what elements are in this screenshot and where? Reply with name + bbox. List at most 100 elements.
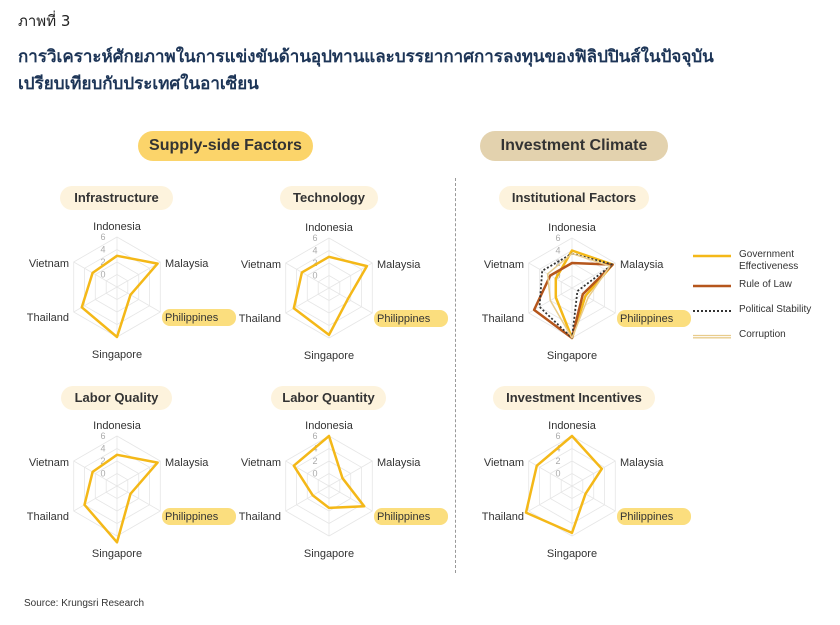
grid-spoke: [328, 287, 373, 314]
axis-label: Vietnam: [29, 258, 69, 270]
grid-spoke: [571, 485, 616, 512]
highlight-badge: [617, 508, 691, 525]
tick-label: 4: [312, 246, 317, 256]
series-line: [292, 434, 366, 510]
axis-label: Vietnam: [241, 457, 281, 469]
axis-label: Indonesia: [93, 420, 142, 432]
series-line: [524, 434, 604, 535]
axis-label: Malaysia: [377, 457, 421, 469]
radar-chart: 6420IndonesiaMalaysiaPhilippinesSingapor…: [482, 420, 691, 560]
tick-label: 6: [312, 233, 317, 243]
tick-label: 0: [100, 270, 105, 280]
legend-label: Government Effectiveness: [739, 249, 799, 272]
tick-label: 4: [100, 245, 105, 255]
headline: การวิเคราะห์ศักยภาพในการแข่งขันด้านอุปทา…: [18, 44, 714, 98]
axis-label: Thailand: [27, 511, 69, 523]
chart-title-investment-incentives: Investment Incentives: [493, 386, 655, 410]
legend-label: Political Stability: [739, 304, 812, 315]
axis-label: Malaysia: [620, 457, 664, 469]
grid-spoke: [73, 485, 118, 512]
tick-label: 2: [312, 258, 317, 268]
tick-label: 2: [100, 257, 105, 267]
axis-label: Malaysia: [377, 259, 421, 271]
axis-label: Indonesia: [548, 222, 597, 234]
supply-side-factors-header: Supply-side Factors: [138, 131, 313, 161]
chart-title-technology: Technology: [280, 186, 378, 210]
axis-label: Indonesia: [305, 420, 354, 432]
highlight-badge: [617, 310, 691, 327]
axis-label: Singapore: [304, 548, 354, 560]
axis-label: Malaysia: [165, 258, 209, 270]
investment-climate-header: Investment Climate: [480, 131, 668, 161]
axis-label: Philippines: [620, 313, 674, 325]
axis-label: Philippines: [165, 312, 219, 324]
highlight-badge: [162, 508, 236, 525]
series-line: [80, 254, 159, 339]
tick-label: 0: [555, 469, 560, 479]
grid-spoke: [571, 262, 616, 289]
axis-label: Singapore: [547, 548, 597, 560]
highlight-badge: [374, 310, 448, 327]
axis-label: Vietnam: [484, 457, 524, 469]
tick-label: 0: [100, 469, 105, 479]
legend-label: Rule of Law: [739, 279, 792, 290]
figure-label: ภาพที่ 3: [18, 12, 71, 30]
radar-chart: 6420IndonesiaMalaysiaPhilippinesSingapor…: [482, 222, 691, 362]
axis-label: Thailand: [239, 313, 281, 325]
tick-label: 6: [555, 233, 560, 243]
axis-label: Philippines: [377, 313, 431, 325]
legend-item-corruption: Corruption: [693, 329, 824, 341]
grid-spoke: [285, 485, 330, 512]
legend-label: Corruption: [739, 329, 786, 340]
chart-title-infrastructure: Infrastructure: [60, 186, 173, 210]
highlight-badge: [374, 508, 448, 525]
grid-spoke: [73, 460, 118, 487]
axis-label: Thailand: [239, 511, 281, 523]
axis-label: Philippines: [377, 511, 431, 523]
tick-label: 6: [555, 431, 560, 441]
axis-label: Indonesia: [93, 221, 142, 233]
grid-spoke: [116, 460, 161, 487]
grid-spoke: [116, 261, 161, 288]
radar-chart: 6420IndonesiaMalaysiaPhilippinesSingapor…: [239, 420, 448, 560]
tick-label: 2: [555, 456, 560, 466]
tick-label: 2: [100, 456, 105, 466]
legend-item-government-effectiveness: Government Effectiveness: [693, 249, 824, 273]
tick-label: 6: [100, 431, 105, 441]
source-note: Source: Krungsri Research: [24, 598, 145, 609]
axis-label: Indonesia: [305, 222, 354, 234]
chart-title-labor-quantity: Labor Quantity: [271, 386, 386, 410]
tick-label: 4: [555, 246, 560, 256]
grid-spoke: [116, 286, 161, 313]
grid-spoke: [571, 287, 616, 314]
grid-spoke: [285, 262, 330, 289]
series-line: [546, 252, 611, 339]
axis-label: Malaysia: [165, 457, 209, 469]
axis-label: Indonesia: [548, 420, 597, 432]
headline-line-2: เปรียบเทียบกับประเทศในอาเซียน: [18, 74, 259, 94]
axis-label: Singapore: [92, 349, 142, 361]
headline-line-1: การวิเคราะห์ศักยภาพในการแข่งขันด้านอุปทา…: [18, 47, 714, 67]
chart-title-labor-quality: Labor Quality: [61, 386, 172, 410]
axis-label: Thailand: [482, 511, 524, 523]
tick-label: 2: [555, 258, 560, 268]
highlight-badge: [162, 309, 236, 326]
tick-label: 6: [312, 431, 317, 441]
series-line: [292, 255, 369, 337]
axis-label: Singapore: [547, 350, 597, 362]
grid-spoke: [328, 460, 373, 487]
axis-label: Singapore: [92, 548, 142, 560]
tick-label: 4: [100, 444, 105, 454]
radar-chart: 6 4 2 0 IndonesiaMalaysiaPhilippinesSingapor…: [27, 221, 236, 361]
tick-label: 0: [312, 271, 317, 281]
axis-label: Singapore: [304, 350, 354, 362]
axis-label: Philippines: [620, 511, 674, 523]
legend-item-rule-of-law: Rule of Law: [693, 279, 824, 291]
axis-label: Vietnam: [484, 259, 524, 271]
tick-label: 0: [312, 469, 317, 479]
tick-label: 2: [312, 456, 317, 466]
grid-spoke: [528, 485, 573, 512]
tick-label: 6: [100, 232, 105, 242]
radar-chart: 6420IndonesiaMalaysiaPhilippinesSingapor…: [27, 420, 236, 560]
